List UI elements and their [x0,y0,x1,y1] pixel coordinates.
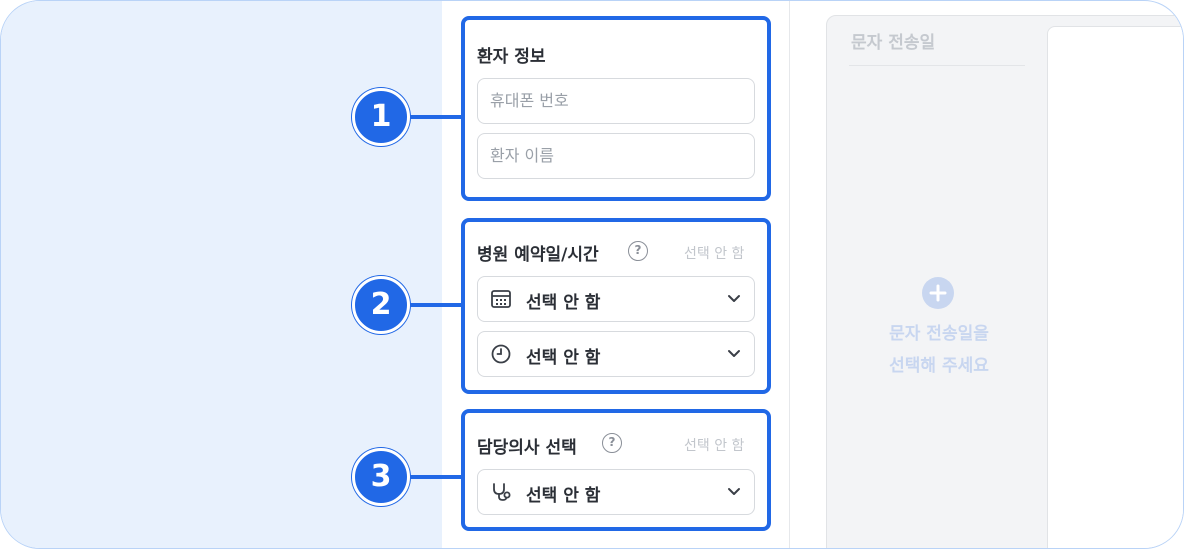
name-field[interactable] [477,133,755,179]
clock-icon [491,344,511,364]
phone-input[interactable] [490,79,740,122]
callout-badge-3: 3 [352,448,410,506]
appointment-status: 선택 안 함 [684,246,745,262]
chevron-down-icon [728,350,740,357]
date-select-value: 선택 안 함 [526,293,601,313]
panel-divider [849,65,1025,66]
empty-state-line-1: 문자 전송일을 [889,324,989,344]
calendar-icon [491,290,511,308]
callout-connector-3 [401,475,463,479]
column-divider [789,1,790,548]
doctor-status: 선택 안 함 [684,438,745,454]
message-date-title: 문자 전송일 [851,33,936,53]
stethoscope-icon [493,483,511,501]
chevron-down-icon [728,295,740,302]
question-circle-icon[interactable]: ? [602,433,622,453]
question-circle-icon[interactable]: ? [628,241,648,261]
callout-badge-1: 1 [352,88,410,146]
doctor-section: 담당의사 선택 ? 선택 안 함 선택 안 함 [461,409,771,531]
doctor-select-value: 선택 안 함 [526,486,601,506]
time-select[interactable]: 선택 안 함 [477,331,755,377]
empty-state-line-2: 선택해 주세요 [889,356,989,376]
patient-info-section: 환자 정보 [461,16,771,201]
callout-connector-2 [401,303,463,307]
message-preview-panel [1047,26,1183,548]
appointment-title: 병원 예약일/시간 [477,245,599,265]
name-input[interactable] [490,134,740,177]
empty-state-message: 문자 전송일을 선택해 주세요 [851,318,1027,382]
doctor-title: 담당의사 선택 [477,438,577,458]
patient-info-title: 환자 정보 [477,47,546,67]
callout-badge-2: 2 [352,276,410,334]
time-select-value: 선택 안 함 [526,348,601,368]
appointment-section: 병원 예약일/시간 ? 선택 안 함 선택 안 함 [461,218,771,394]
doctor-select[interactable]: 선택 안 함 [477,469,755,515]
callout-connector-1 [401,115,463,119]
phone-field[interactable] [477,78,755,124]
plus-circle-icon[interactable] [922,277,954,309]
date-select[interactable]: 선택 안 함 [477,276,755,322]
chevron-down-icon [728,488,740,495]
